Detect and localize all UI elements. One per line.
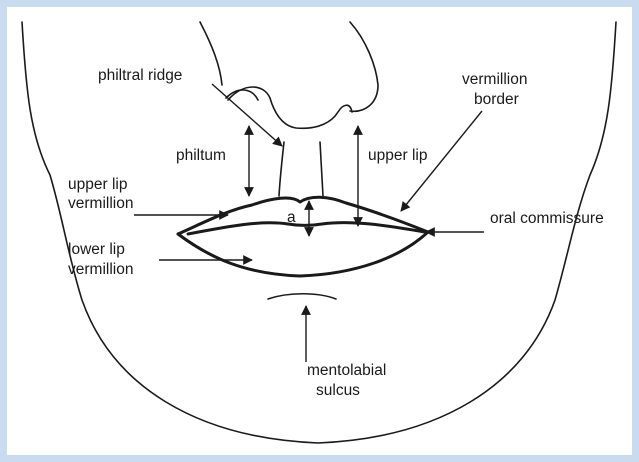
label-philtral-ridge: philtral ridge bbox=[98, 67, 182, 84]
label-vermillion-border-line1: vermillion bbox=[462, 71, 527, 88]
philtral-ridge-pointer bbox=[212, 84, 282, 146]
label-upper-lip-vermillion-line1: upper lip bbox=[68, 176, 127, 193]
nose-right-edge bbox=[350, 22, 378, 111]
label-a: a bbox=[287, 209, 296, 226]
mentolabial-curve bbox=[268, 294, 336, 299]
label-oral-commissure: oral commissure bbox=[490, 210, 604, 227]
label-philtum: philtum bbox=[176, 147, 226, 164]
label-upper-lip: upper lip bbox=[368, 147, 427, 164]
left-nostril bbox=[226, 90, 258, 100]
nose-left-edge bbox=[200, 22, 222, 85]
philtral-column-right bbox=[320, 142, 323, 196]
label-mentolabial-sulcus-line1: mentolabial bbox=[307, 362, 386, 379]
nose-base bbox=[228, 87, 352, 128]
lip-line bbox=[188, 223, 425, 234]
label-lower-lip-vermillion-line1: lower lip bbox=[68, 241, 125, 258]
lower-lip-outline bbox=[178, 232, 428, 276]
philtral-column-left bbox=[279, 142, 284, 196]
label-upper-lip-vermillion-line2: vermillion bbox=[68, 195, 133, 212]
label-mentolabial-sulcus-line2: sulcus bbox=[316, 382, 360, 399]
label-lower-lip-vermillion-line2: vermillion bbox=[68, 261, 133, 278]
label-vermillion-border-line2: border bbox=[474, 91, 519, 108]
